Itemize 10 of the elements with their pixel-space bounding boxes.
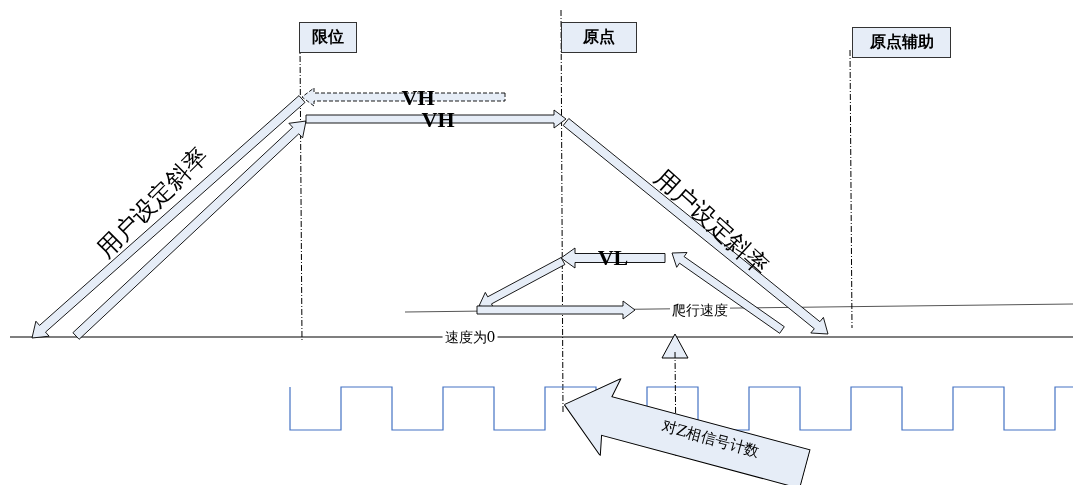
block-arrow-label: 对Z相信号计数: [658, 415, 763, 463]
slope-label: 用户设定斜率: [650, 164, 774, 280]
tag-box: 限位: [299, 22, 357, 53]
line-label: 爬行速度: [670, 303, 730, 317]
line-label: 速度为0: [442, 330, 498, 344]
tag-box: 原点辅助: [852, 27, 951, 58]
speed-label: VH: [401, 87, 435, 109]
tag-box: 原点: [561, 22, 637, 53]
speed-label: VH: [421, 109, 455, 131]
slope-label: 用户设定斜率: [92, 142, 212, 262]
